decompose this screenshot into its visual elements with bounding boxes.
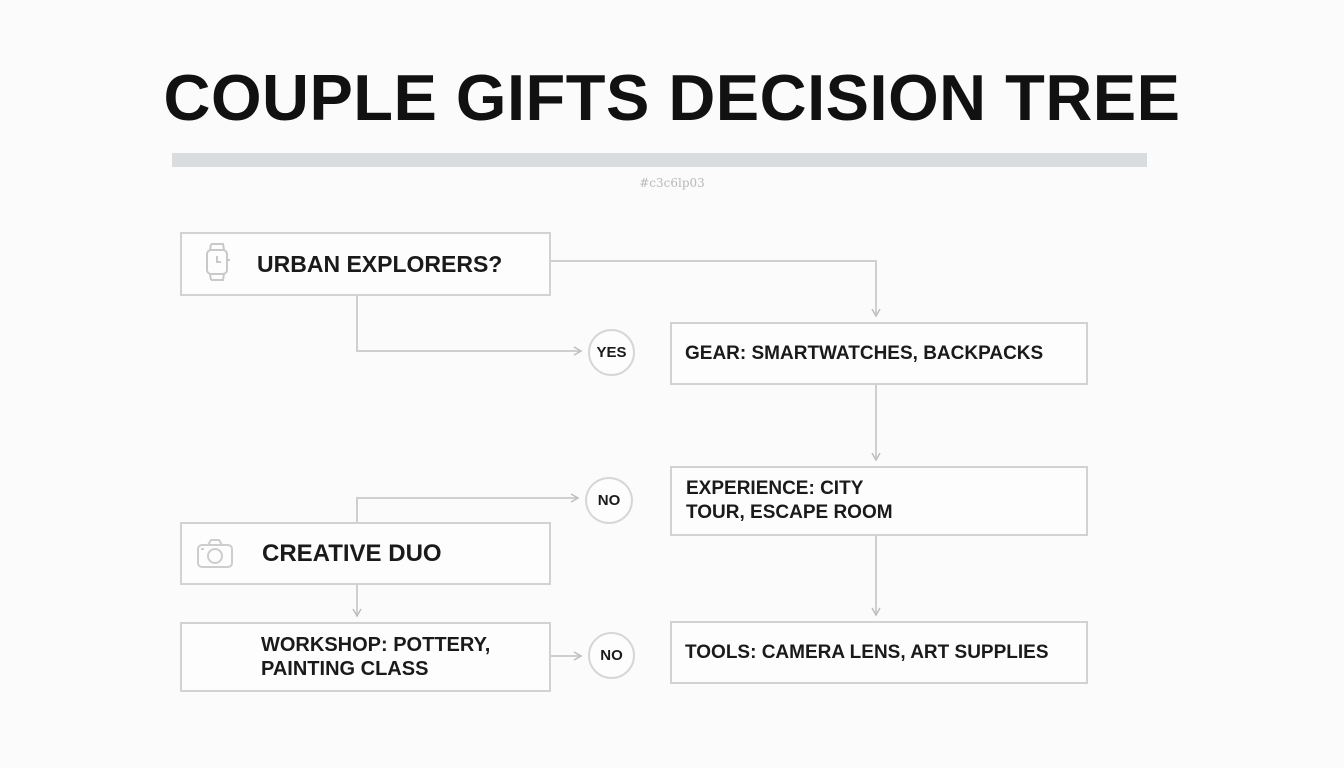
connector-urban-to-gear <box>551 260 881 318</box>
node-workshop-label: WORKSHOP: POTTERY, PAINTING CLASS <box>261 634 491 680</box>
decision-no-label-bottom: NO <box>600 647 623 664</box>
node-gear[interactable]: GEAR: SMARTWATCHES, BACKPACKS <box>670 322 1088 385</box>
node-experience[interactable]: EXPERIENCE: CITY TOUR, ESCAPE ROOM <box>670 466 1088 536</box>
title-underline-bar <box>172 153 1147 167</box>
connector-creative-to-no <box>356 493 580 522</box>
diagram-caption: #c3c6lp03 <box>639 176 705 190</box>
node-creative-duo[interactable]: CREATIVE DUO <box>180 522 551 585</box>
decision-yes-label: YES <box>596 344 627 361</box>
node-workshop[interactable]: WORKSHOP: POTTERY, PAINTING CLASS <box>180 622 551 692</box>
decision-no-label-top: NO <box>597 492 621 509</box>
decision-yes-circle: YES <box>588 329 635 376</box>
camera-icon <box>196 538 234 570</box>
smartwatch-icon <box>200 242 234 282</box>
node-gear-label: GEAR: SMARTWATCHES, BACKPACKS <box>685 342 1044 364</box>
node-tools-label: TOOLS: CAMERA LENS, ART SUPPLIES <box>685 641 1049 663</box>
node-urban-explorers-label: URBAN EXPLORERS? <box>257 250 503 277</box>
node-urban-explorers[interactable]: URBAN EXPLORERS? <box>180 232 551 296</box>
diagram-title: COUPLE GIFTS DECISION TREE <box>163 61 1181 134</box>
node-tools[interactable]: TOOLS: CAMERA LENS, ART SUPPLIES <box>670 621 1088 684</box>
connector-urban-to-yes <box>356 296 583 356</box>
decision-no-circle-top: NO <box>585 477 633 524</box>
node-creative-duo-label: CREATIVE DUO <box>262 539 442 567</box>
decision-no-circle-bottom: NO <box>588 632 635 679</box>
node-experience-label: EXPERIENCE: CITY TOUR, ESCAPE ROOM <box>686 478 893 523</box>
